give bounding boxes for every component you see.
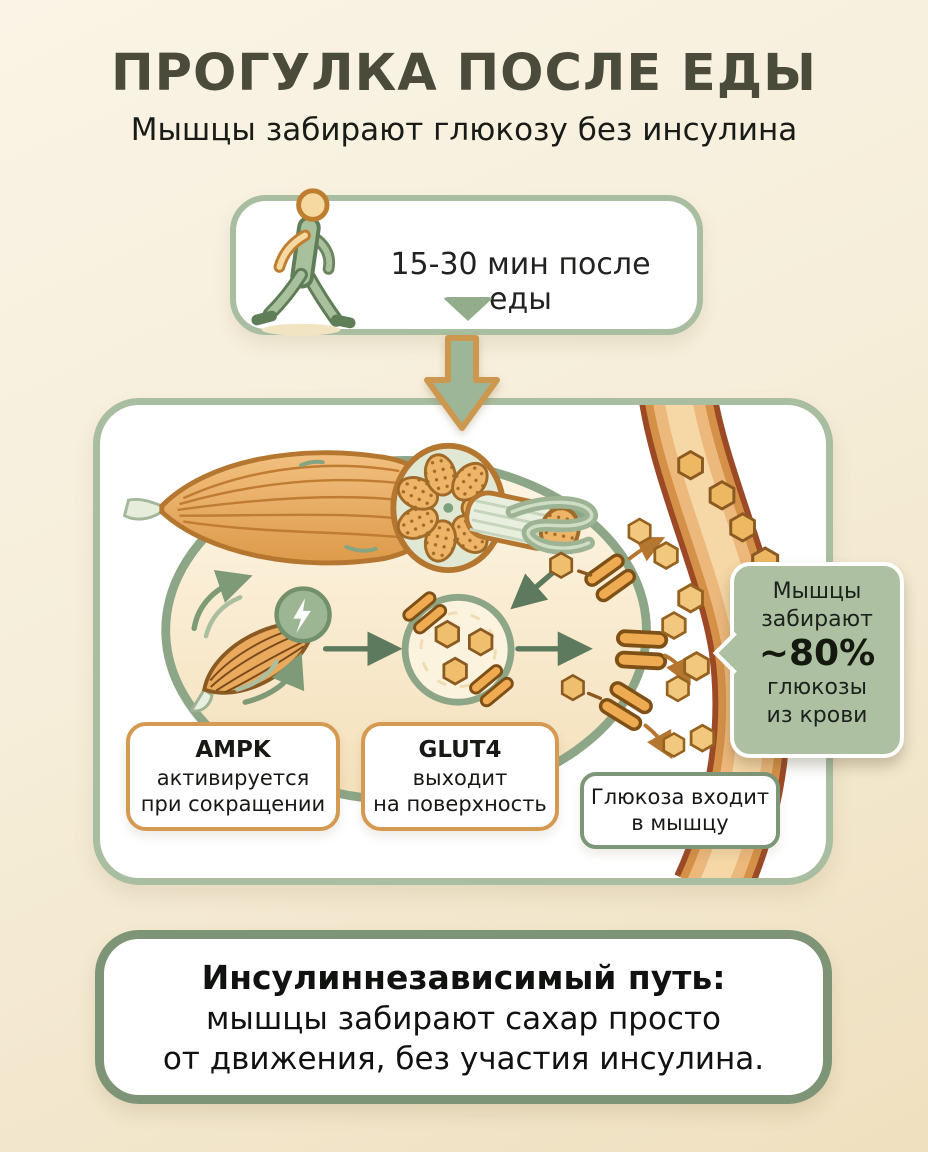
footer-card: Инсулиннезависимый путь: мышцы забирают …	[95, 930, 832, 1104]
contracting-muscle	[189, 569, 332, 713]
walking-person-icon	[251, 188, 356, 336]
muscle-fiber-bundle	[122, 442, 581, 574]
big-down-arrow-icon	[424, 335, 500, 431]
callout-80-percent: Мышцы забирают ~80% глюкозы из крови	[712, 562, 904, 758]
label-ampk: AMPK активируется при сокращении	[126, 722, 340, 832]
label-ampk-title: AMPK	[195, 737, 271, 763]
label-glut4: GLUT4 выходит на поверхность	[361, 722, 559, 832]
timing-card: 15-30 мин после еды	[230, 188, 703, 336]
label-glut4-title: GLUT4	[418, 737, 502, 763]
timing-label: 15-30 мин после еды	[390, 247, 651, 317]
page-subtitle: Мышцы забирают глюкозу без инсулина	[130, 112, 798, 148]
page-title: ПРОГУЛКА ПОСЛЕ ЕДЫ	[110, 44, 818, 103]
glut4-vesicle	[400, 589, 517, 710]
tubule-squiggle	[505, 496, 598, 555]
lightning-bolt-icon	[293, 598, 311, 634]
footer-title: Инсулиннезависимый путь:	[201, 957, 726, 997]
label-glucose-entry: Глюкоза входит в мышцу	[580, 772, 780, 849]
down-triangle-icon	[442, 297, 494, 321]
callout-highlight: ~80%	[758, 633, 876, 674]
